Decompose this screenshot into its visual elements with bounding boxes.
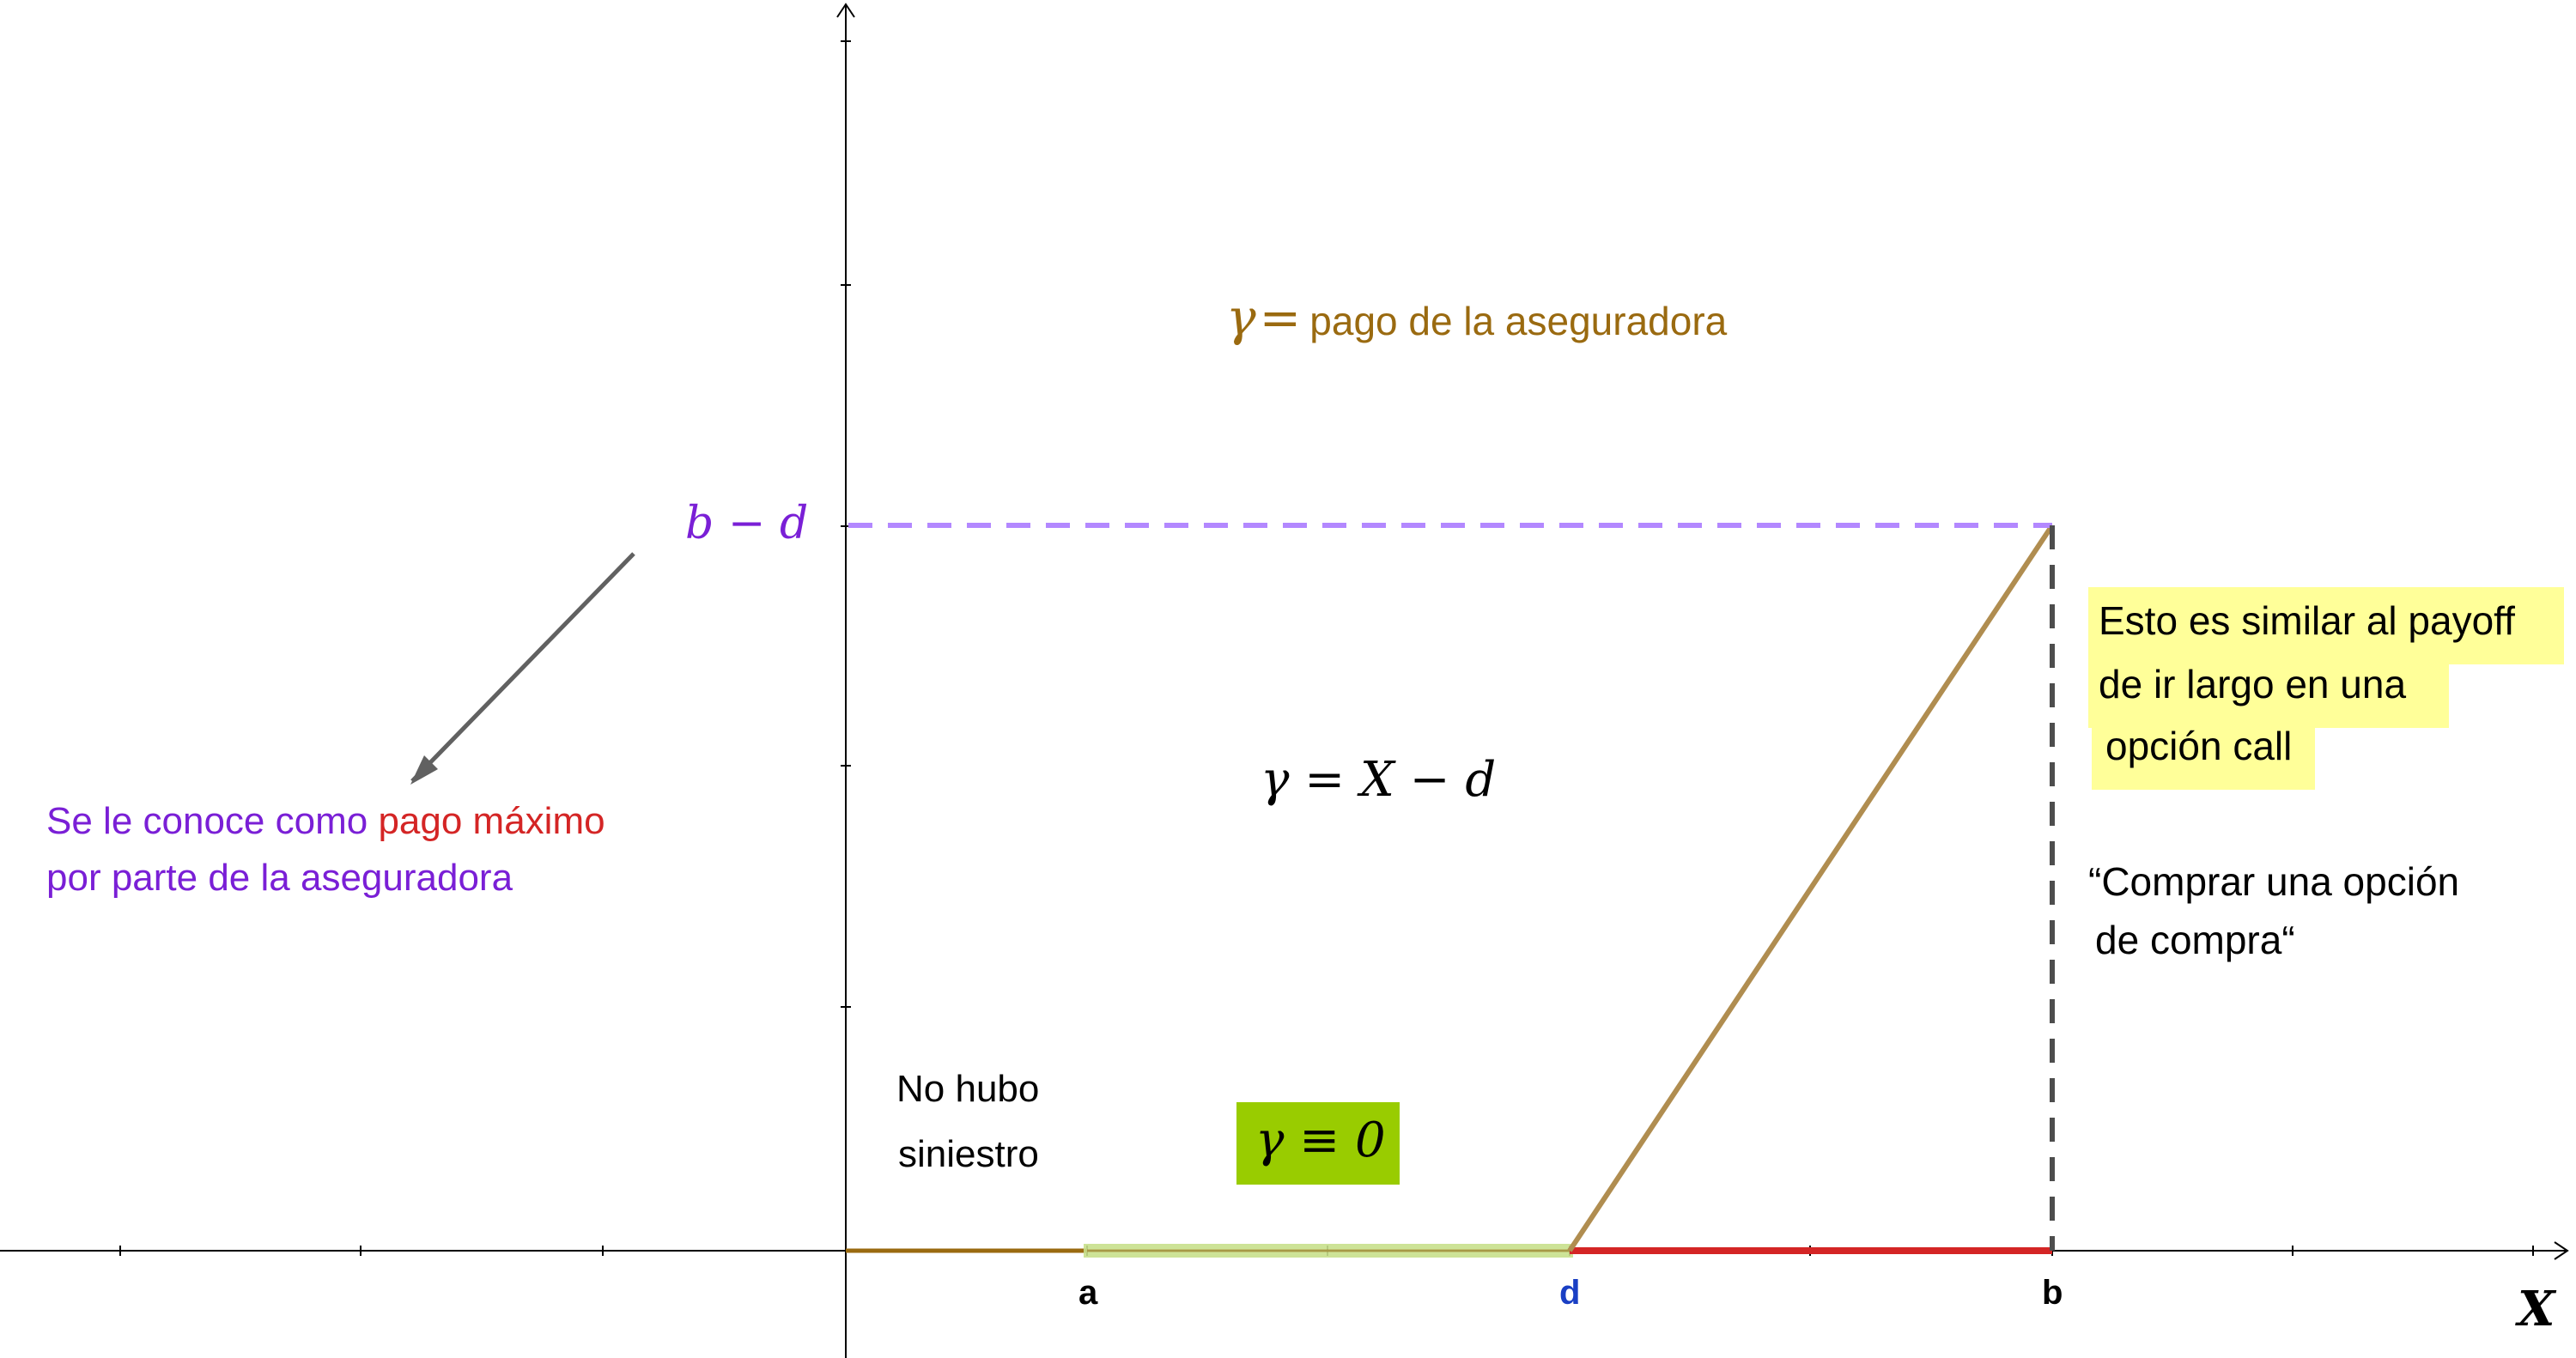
pointer-arrow-head-icon bbox=[410, 755, 438, 785]
gamma-symbol: γ bbox=[1226, 288, 1256, 347]
payoff-note-line-1: Esto es similar al payoff bbox=[2099, 598, 2515, 643]
payoff-note-line-2: de ir largo en una bbox=[2099, 662, 2407, 706]
max-payment-note-line-2: por parte de la aseguradora bbox=[46, 857, 513, 899]
x-axis-arrow-icon bbox=[2554, 1241, 2569, 1260]
quote-line-2: de compra“ bbox=[2095, 918, 2295, 962]
gamma-x-minus-d: γ = X − d bbox=[1261, 752, 1497, 808]
payoff-line bbox=[1567, 524, 2055, 1252]
b-var: b bbox=[685, 498, 714, 549]
pointer-arrow bbox=[410, 552, 635, 783]
y-axis-arrow-icon bbox=[836, 3, 855, 18]
no-claim-line-1: No hubo bbox=[896, 1068, 1040, 1110]
max-payment-prefix: Se le conoce como bbox=[46, 800, 379, 842]
max-payment-highlight: pago máximo bbox=[378, 800, 605, 842]
d-var: d bbox=[779, 498, 809, 549]
tick-label-a: a bbox=[1078, 1274, 1098, 1312]
equals-symbol: = bbox=[1259, 288, 1302, 347]
gamma-definition-text: pago de la aseguradora bbox=[1309, 299, 1728, 343]
b-minus-d-label: b − d bbox=[685, 498, 808, 549]
gamma-zero-box bbox=[1236, 1102, 1400, 1185]
no-claim-line-2: siniestro bbox=[898, 1133, 1039, 1175]
quote-line-1: “Comprar una opción bbox=[2088, 859, 2460, 904]
gamma-definition: γ = pago de la aseguradora bbox=[1226, 288, 1727, 347]
tick-label-b: b bbox=[2042, 1274, 2063, 1312]
gamma-zero-label: γ ≡ 0 bbox=[1255, 1112, 1386, 1168]
tick-label-d: d bbox=[1559, 1274, 1581, 1312]
x-axis-label: X bbox=[2518, 1281, 2555, 1337]
max-payment-note-line-1: Se le conoce como pago máximo bbox=[46, 800, 605, 843]
payoff-note-line-3: opción call bbox=[2105, 724, 2293, 768]
payoff-note-highlight-3 bbox=[2092, 712, 2315, 790]
minus-op: − bbox=[727, 498, 766, 549]
